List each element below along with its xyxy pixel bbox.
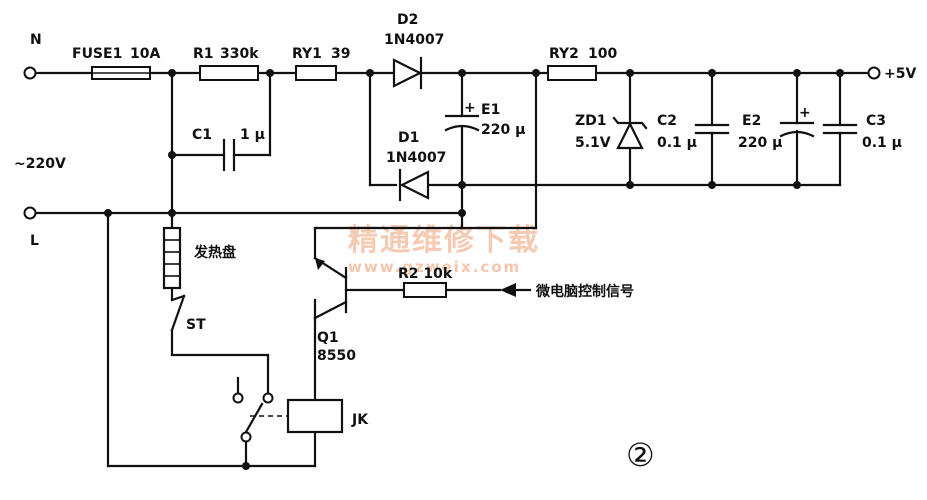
r2-label: R2 10k xyxy=(398,266,453,282)
ry1-name: RY1 xyxy=(292,46,322,62)
diode-d1 xyxy=(398,168,430,202)
q1-value: 8550 xyxy=(317,348,356,364)
e2-value: 220 μ xyxy=(738,135,782,151)
figure-number: ② xyxy=(626,436,655,474)
c2-value: 0.1 μ xyxy=(657,135,697,151)
jk-label: JK xyxy=(351,412,369,428)
terminal-l xyxy=(23,206,37,220)
capacitor-c3 xyxy=(822,123,858,135)
c3-name: C3 xyxy=(866,113,886,129)
e1-plus: + xyxy=(464,100,476,116)
e2-name: E2 xyxy=(742,113,761,129)
terminal-n xyxy=(23,66,37,80)
signal-arrow-icon xyxy=(500,283,532,297)
watermark-url: www.gzweix.com xyxy=(348,258,521,276)
relay-jk xyxy=(232,392,344,443)
label-ac: ~220V xyxy=(14,156,66,172)
terminal-5v xyxy=(867,66,881,80)
zd1-value: 5.1V xyxy=(575,135,611,151)
q1-name: Q1 xyxy=(317,330,339,346)
resistor-r2 xyxy=(403,282,447,298)
transistor-q1 xyxy=(313,256,348,322)
d1-value: 1N4007 xyxy=(386,150,446,166)
e1-name: E1 xyxy=(481,102,500,118)
fuse1-value: 10A xyxy=(130,46,160,62)
st-label: ST xyxy=(186,317,206,333)
fuse1-name: FUSE1 xyxy=(72,46,122,62)
ry1-value: 39 xyxy=(331,46,350,62)
d2-name: D2 xyxy=(397,12,418,28)
capacitor-c1 xyxy=(222,138,236,172)
capacitor-e1 xyxy=(444,114,480,132)
ry2-value: 100 xyxy=(588,46,617,62)
capacitor-c2 xyxy=(694,123,730,135)
e1-value: 220 μ xyxy=(481,122,525,138)
resistor-ry2 xyxy=(547,65,597,81)
diode-d2 xyxy=(392,56,423,90)
c1-value: 1 μ xyxy=(240,127,265,143)
label-n: N xyxy=(30,32,42,48)
zener-zd1 xyxy=(612,116,648,150)
label-l: L xyxy=(30,233,39,249)
zd1-name: ZD1 xyxy=(575,113,607,129)
resistor-ry1 xyxy=(295,65,337,81)
c1-name: C1 xyxy=(192,127,212,143)
d2-value: 1N4007 xyxy=(384,32,444,48)
resistor-r1 xyxy=(199,65,259,81)
heater-label: 发热盘 xyxy=(193,244,236,261)
e2-plus: + xyxy=(799,105,811,121)
r1-value: 330k xyxy=(220,46,259,62)
c2-name: C2 xyxy=(657,113,677,129)
label-plus5v: +5V xyxy=(884,66,916,82)
d1-name: D1 xyxy=(398,130,419,146)
mcu-signal-label: 微电脑控制信号 xyxy=(535,283,634,300)
switch-st xyxy=(170,294,186,332)
capacitor-e2 xyxy=(779,121,815,138)
heater-element xyxy=(162,226,182,290)
junction-dots xyxy=(104,69,844,470)
c3-value: 0.1 μ xyxy=(862,135,902,151)
r1-name: R1 xyxy=(193,46,214,62)
ry2-name: RY2 xyxy=(549,46,579,62)
